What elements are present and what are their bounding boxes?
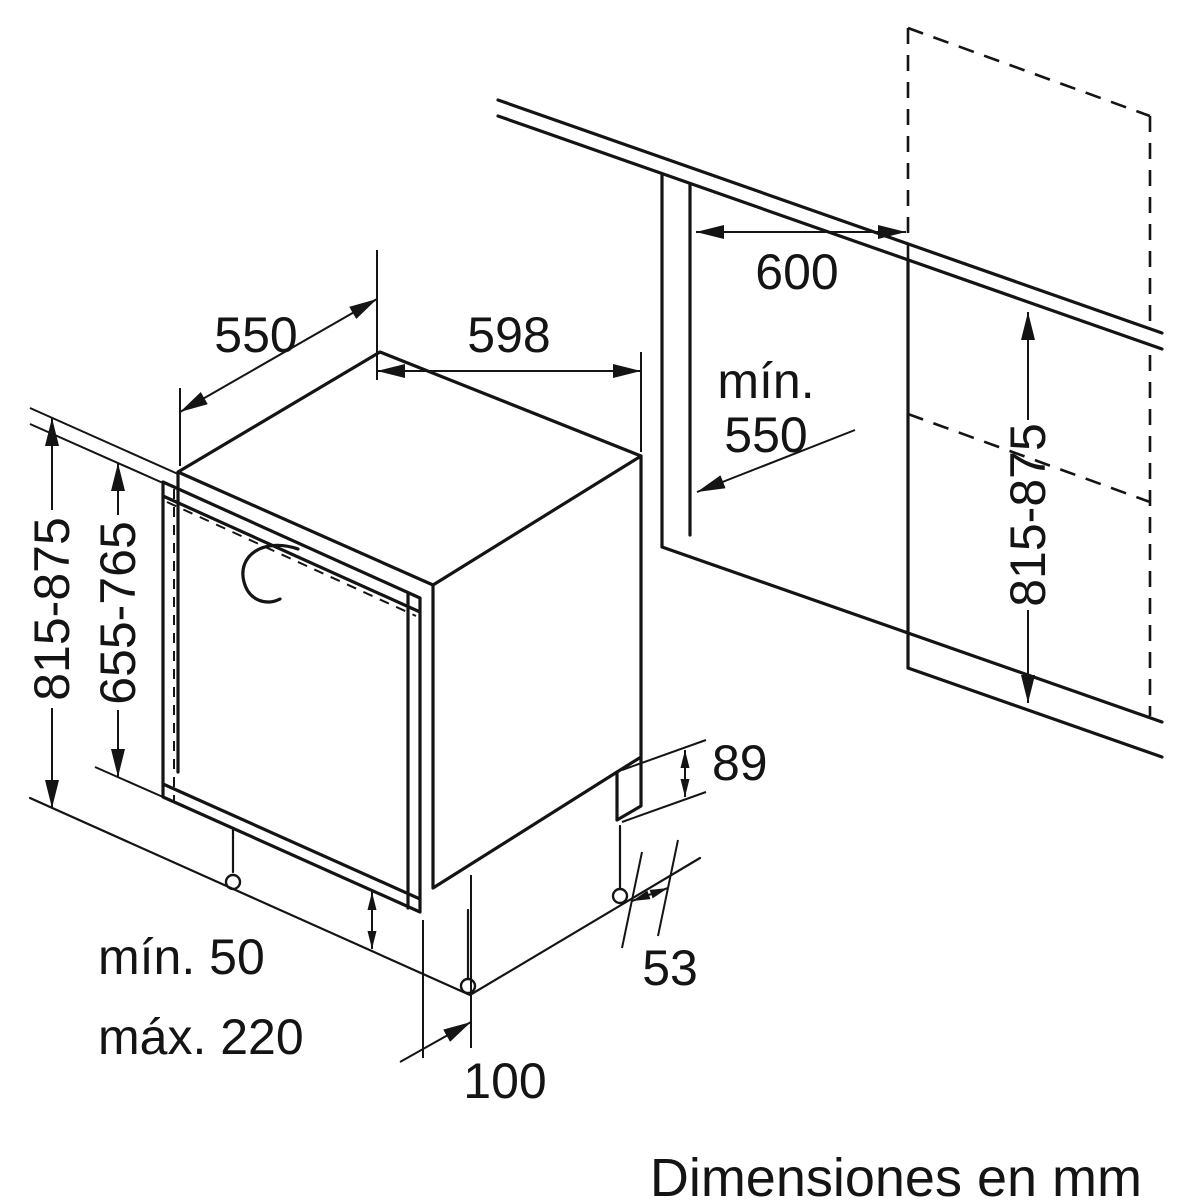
door-outline [161,480,422,914]
worktop-lines [496,98,1164,351]
niche-dashed-outline [906,26,1152,716]
dim-label-offset: 53 [642,940,698,996]
dim-label-base-min: mín. 50 [98,929,265,985]
dim-label-niche-depth-value: 550 [724,407,807,463]
niche-opening [660,172,1164,759]
dim-label-toekick: 100 [463,1053,546,1109]
body-outline [176,350,643,890]
feet-stems [231,824,622,980]
kitchen-counter [496,98,1164,759]
dishwasher-body [176,350,643,890]
dishwasher-feet [224,824,629,995]
niche-hidden-edges [906,26,1152,716]
door-handle [241,543,300,604]
dimension-labels: 550 598 815-875 655-765 mín. 50 máx. 220… [24,244,1056,1109]
door-hidden-edges [166,489,417,801]
dim-label-step: 89 [712,735,768,791]
arrow-depth-550 [179,298,378,413]
dim-label-niche-depth-prefix: mín. [717,353,814,409]
adjustable-foot [611,887,629,905]
dim-label-door-height: 655-765 [90,521,146,705]
dim-label-depth: 550 [214,307,297,363]
footer-units-label: Dimensiones en mm [650,1148,1142,1200]
dim-label-niche-height: 815-875 [1000,423,1056,607]
arrow-niche-depth-550 [696,429,856,493]
dim-label-niche-width: 600 [755,244,838,300]
arrow-toekick-100 [399,1021,472,1063]
dishwasher-door [161,480,422,914]
arrow-offset-53 [631,887,669,902]
dim-label-base-max: máx. 220 [98,1009,304,1065]
dimension-arrows [45,225,1035,1063]
dim-label-appliance-height: 815-875 [24,517,80,701]
dim-label-width: 598 [467,307,550,363]
